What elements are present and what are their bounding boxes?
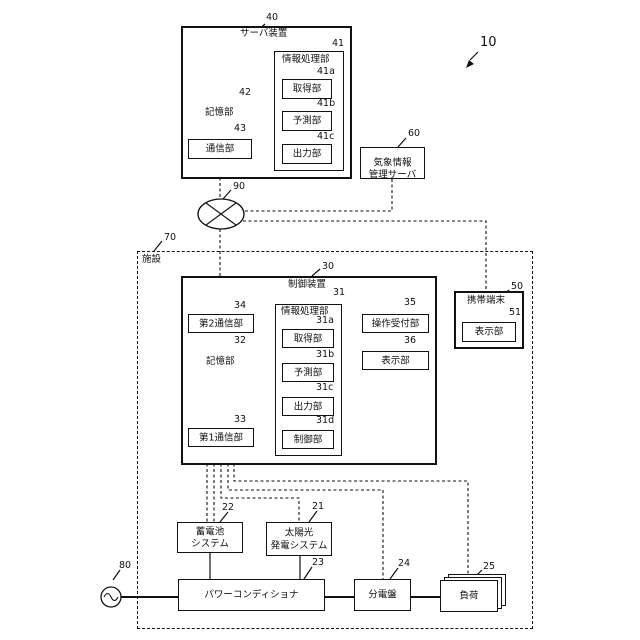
mobile-display-unit: 表示部	[462, 322, 516, 342]
control-output-ref: 31c	[316, 382, 333, 393]
display-ref: 36	[404, 335, 416, 346]
server-ref: 40	[266, 12, 278, 23]
server-output-ref: 41c	[317, 131, 334, 142]
solar-line2: 発電システム	[267, 541, 331, 552]
control-predict-ref: 31b	[316, 349, 334, 360]
facility-label: 施設	[142, 254, 161, 265]
server-acquire-label: 取得部	[283, 84, 331, 95]
battery-system: 蓄電池 システム	[177, 522, 243, 553]
system-ref: 10	[480, 37, 497, 48]
weather-info-server: 気象情報 管理サーバ	[360, 147, 425, 179]
facility-ref: 70	[164, 232, 176, 243]
display-unit: 表示部	[362, 351, 429, 370]
server-info-ref: 41	[332, 38, 344, 49]
second-comm-ref: 34	[234, 300, 246, 311]
control-storage-label: 記憶部	[206, 356, 235, 367]
control-control-unit: 制御部	[282, 430, 334, 449]
load-label: 負荷	[441, 591, 497, 602]
weather-line2: 管理サーバ	[361, 170, 424, 181]
distribution-board-ref: 24	[398, 558, 410, 569]
control-storage-ref: 32	[234, 335, 246, 346]
arrow-head-icon	[466, 60, 474, 68]
load-ref: 25	[483, 561, 495, 572]
control-ref: 30	[322, 261, 334, 272]
power-conditioner-label: パワーコンディショナ	[179, 590, 324, 601]
weather-line1: 気象情報	[361, 158, 424, 169]
mobile-title: 携帯端末	[467, 295, 505, 306]
power-conditioner-ref: 23	[312, 557, 324, 568]
network-ref: 90	[233, 181, 245, 192]
battery-line1: 蓄電池	[178, 527, 242, 538]
server-acquire-unit: 取得部	[282, 79, 332, 99]
first-comm-label: 第1通信部	[189, 432, 253, 443]
solar-line1: 太陽光	[267, 528, 331, 539]
grid-ref: 80	[119, 560, 131, 571]
server-info-title: 情報処理部	[282, 54, 330, 65]
weather-ref: 60	[408, 128, 420, 139]
operation-receiving-ref: 35	[404, 297, 416, 308]
control-control-label: 制御部	[283, 434, 333, 445]
control-acquire-unit: 取得部	[282, 329, 334, 348]
server-predict-label: 予測部	[283, 116, 331, 127]
control-predict-unit: 予測部	[282, 363, 334, 382]
display-label: 表示部	[363, 355, 428, 366]
control-control-ref: 31d	[316, 415, 334, 426]
server-output-label: 出力部	[283, 149, 331, 160]
power-conditioner: パワーコンディショナ	[178, 579, 325, 611]
server-storage-label: 記憶部	[205, 107, 234, 118]
second-comm-label: 第2通信部	[189, 318, 253, 329]
operation-receiving-unit: 操作受付部	[362, 314, 429, 333]
server-acquire-ref: 41a	[317, 66, 335, 77]
server-predict-unit: 予測部	[282, 111, 332, 131]
control-title: 制御装置	[288, 279, 326, 290]
control-acquire-ref: 31a	[316, 315, 334, 326]
second-comm-unit: 第2通信部	[188, 314, 254, 333]
first-comm-unit: 第1通信部	[188, 428, 254, 447]
distribution-board: 分電盤	[354, 579, 411, 611]
mobile-display-label: 表示部	[463, 327, 515, 338]
server-comm-label: 通信部	[189, 144, 251, 155]
control-output-label: 出力部	[283, 401, 333, 412]
first-comm-ref: 33	[234, 414, 246, 425]
solar-ref: 21	[312, 501, 324, 512]
server-output-unit: 出力部	[282, 144, 332, 164]
battery-line2: システム	[178, 539, 242, 550]
server-comm-unit: 通信部	[188, 139, 252, 159]
mobile-ref: 50	[511, 281, 523, 292]
control-acquire-label: 取得部	[283, 333, 333, 344]
distribution-board-label: 分電盤	[355, 590, 410, 601]
mobile-display-ref: 51	[509, 307, 521, 318]
battery-ref: 22	[222, 502, 234, 513]
server-storage-ref: 42	[239, 87, 251, 98]
operation-receiving-label: 操作受付部	[363, 318, 428, 329]
load-unit: 負荷	[440, 580, 498, 612]
server-predict-ref: 41b	[317, 98, 335, 109]
solar-power-system: 太陽光 発電システム	[266, 522, 332, 556]
control-predict-label: 予測部	[283, 367, 333, 378]
server-title: サーバ装置	[240, 28, 287, 39]
control-output-unit: 出力部	[282, 397, 334, 416]
server-comm-ref: 43	[234, 123, 246, 134]
control-info-ref: 31	[333, 287, 345, 298]
